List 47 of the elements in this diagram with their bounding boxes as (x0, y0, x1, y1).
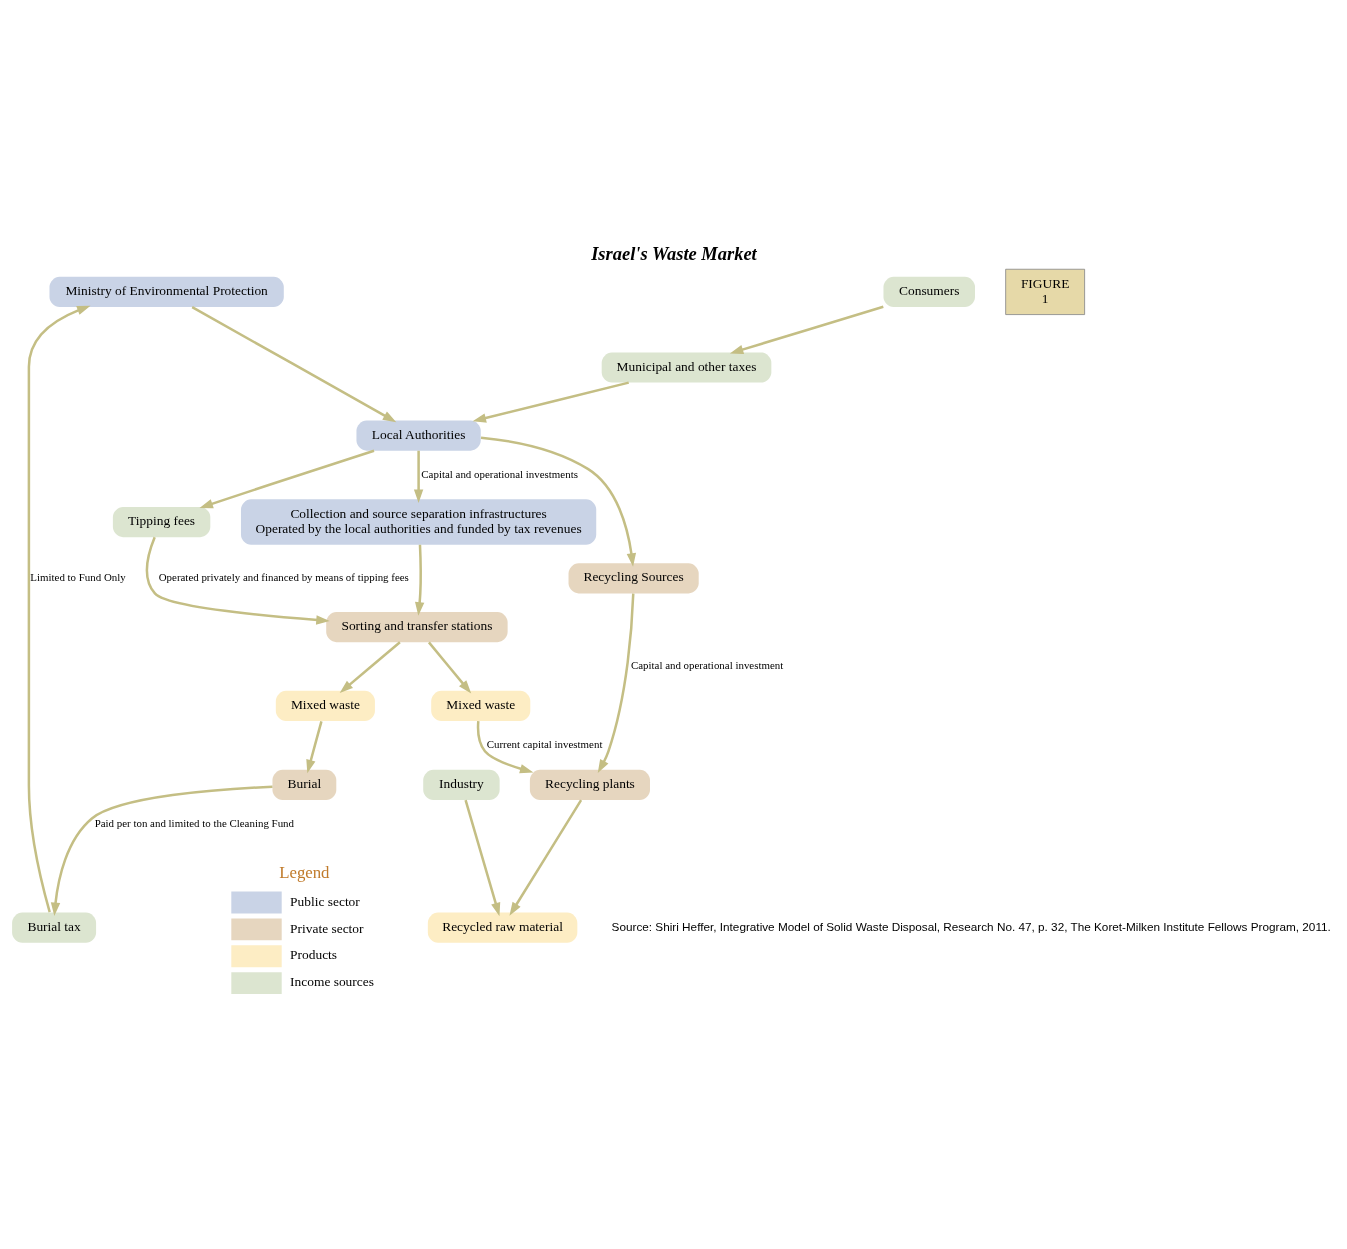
edge-label: Capital and operational investment (630, 659, 784, 672)
arrow (191, 306, 397, 423)
node-box: Burial (272, 769, 337, 801)
node-box: Local Authorities (356, 420, 481, 451)
node-box: Recycled raw material (427, 912, 578, 943)
arrow (472, 381, 629, 423)
legend-label: Products (290, 947, 338, 963)
label: Legend (279, 863, 330, 883)
node-box: Recycling Sources (568, 563, 699, 594)
legend-label: Private sector (290, 920, 364, 936)
arrow (339, 641, 401, 694)
arrow (27, 305, 91, 913)
node-box: Tipping fees (112, 506, 211, 538)
node-box: Sorting and transfer stations (326, 611, 508, 643)
edge-label: Operated privately and financed by means of tipping fees (158, 571, 409, 584)
edge-label: Paid per ton and limited to the Cleaning Fund (94, 817, 295, 830)
arrow (415, 544, 425, 616)
arrow (50, 785, 273, 917)
arrow (476, 721, 534, 774)
arrow (509, 799, 583, 916)
arrow (427, 641, 472, 694)
caption: Source: Shiri Heffer, Integrative Model of Solid Waste Disposal, Research No. 47, p. 32, The Koret-Milken Institute Fellows Program, 2011. (611, 919, 1331, 933)
node-box: Burial tax (12, 912, 97, 943)
arrow (306, 721, 323, 774)
arrow (145, 536, 330, 625)
label: 1 (1041, 290, 1049, 306)
node-box: Mixed waste (431, 690, 531, 722)
node-box: Municipal and other taxes (601, 352, 772, 383)
diagram-title: Israel's Waste Market (591, 243, 757, 264)
legend-label: Public sector (290, 893, 360, 909)
arrow (729, 305, 884, 355)
edge-label: Capital and operational investments (421, 467, 578, 480)
legend-label: Income sources (290, 974, 374, 990)
node-box: Mixed waste (275, 690, 375, 722)
edge-label: Limited to Fund Only (30, 571, 126, 584)
node-box: Industry (423, 769, 500, 801)
node-box: Recycling plants (529, 769, 650, 801)
label: FIGURE (1020, 275, 1070, 291)
arrow (464, 799, 501, 917)
arrow (480, 436, 637, 567)
arrow (597, 593, 635, 773)
arrow (413, 450, 424, 503)
node-box: Consumers (883, 276, 975, 308)
arrow (199, 449, 375, 509)
node-box: Collection and source separation infrastructures Operated by the local authorities and funded by tax revenues (240, 499, 597, 545)
node-box: Ministry of Environmental Protection (49, 276, 284, 308)
edge-label: Current capital investment (486, 738, 603, 751)
